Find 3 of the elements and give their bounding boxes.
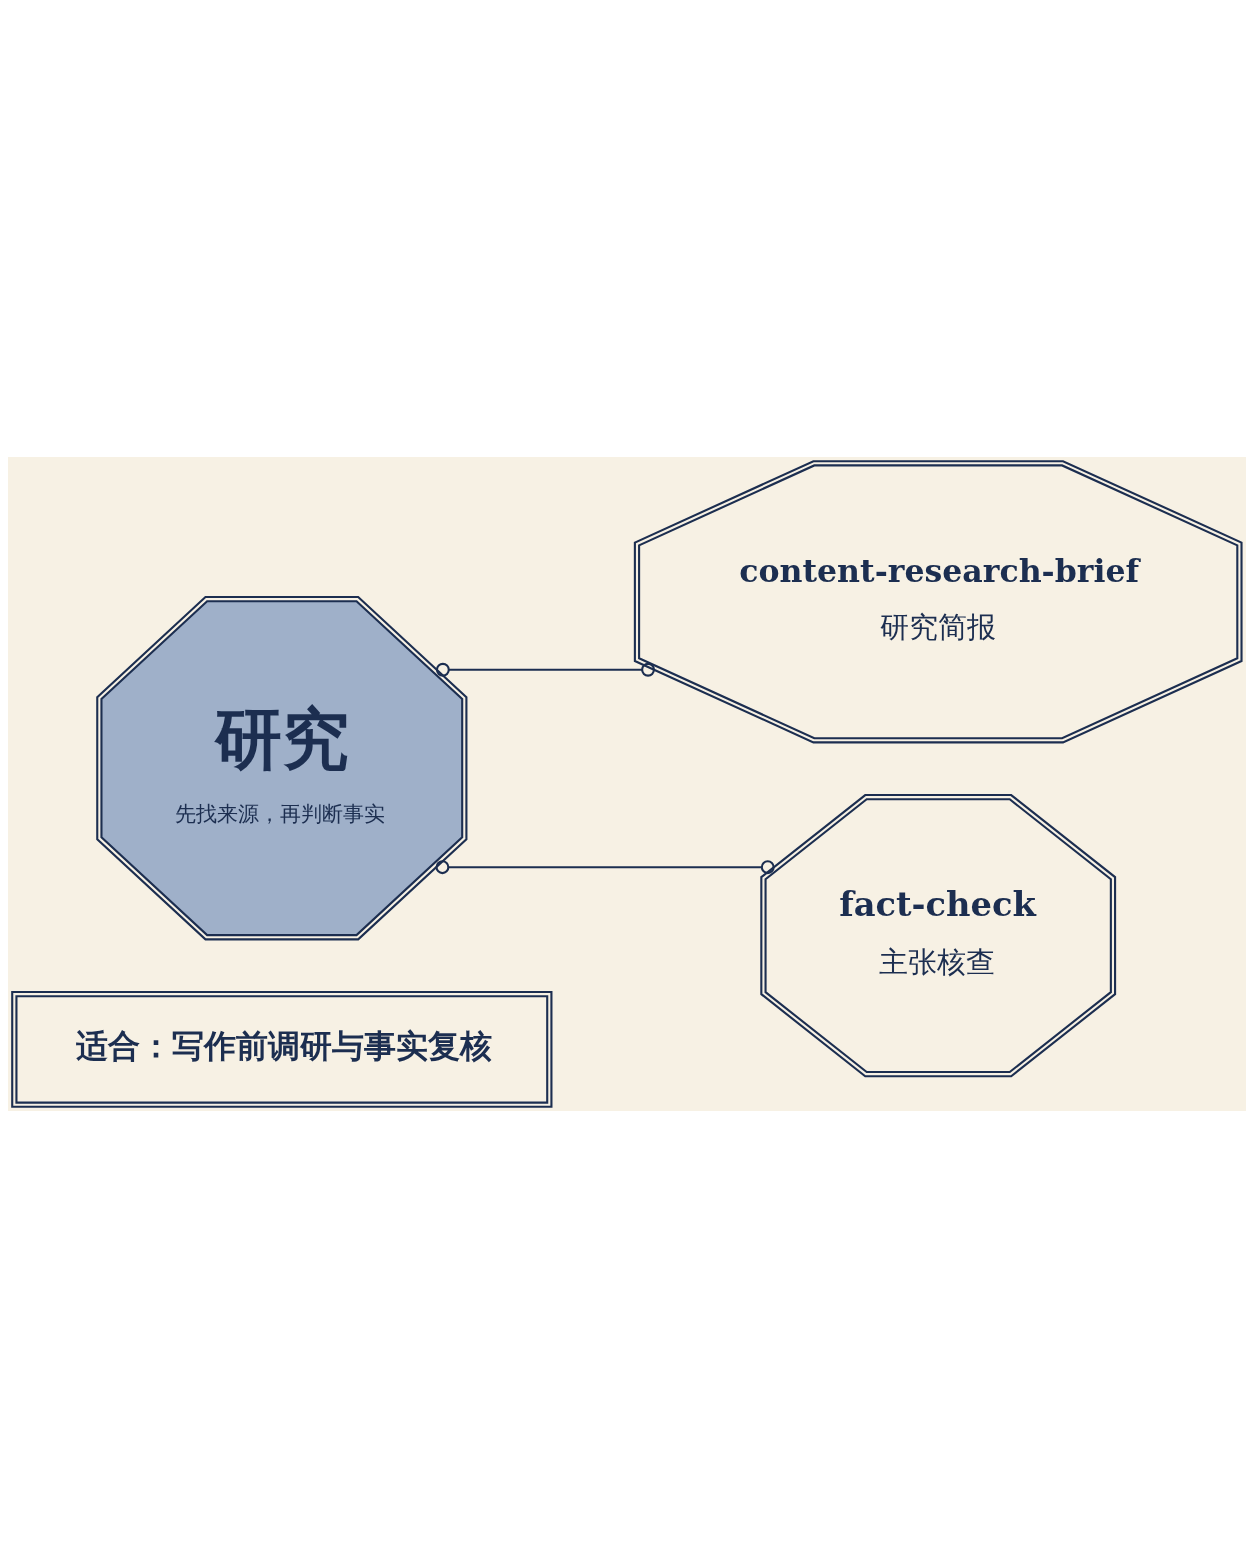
connector <box>435 662 655 677</box>
node-box: 适合：写作前调研与事实复核 <box>11 990 553 1108</box>
connector <box>435 860 775 875</box>
